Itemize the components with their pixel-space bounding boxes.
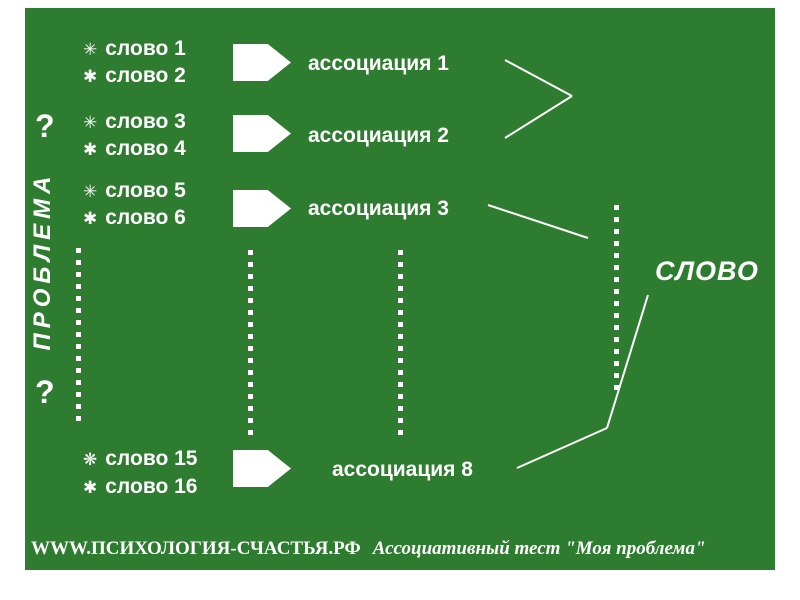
word-label: слово 15 (105, 447, 198, 470)
footer-caption: Ассоциативный тест "Моя проблема" (372, 538, 706, 559)
word-item: ✳ слово 3 (83, 109, 186, 135)
right-arrow-icon (233, 115, 291, 152)
word-label: слово 5 (105, 179, 186, 202)
connector-line (516, 427, 608, 469)
word-label: слово 16 (105, 475, 198, 498)
footer: WWW.ПСИХОЛОГИЯ-СЧАСТЬЯ.РФ Ассоциативный … (31, 538, 775, 560)
association-label: ассоциация 8 (332, 458, 473, 481)
star-bullet-icon: ✳ (83, 181, 98, 201)
right-arrow-icon (233, 450, 291, 487)
association-label: ассоциация 1 (308, 52, 449, 75)
word-label: слово 2 (105, 64, 186, 87)
star-bullet-icon: ❋ (83, 449, 98, 469)
dotted-ellipsis-line (248, 250, 253, 440)
word-item: ✱ слово 6 (83, 205, 186, 231)
word-item: ✳ слово 1 (83, 36, 186, 62)
word-item: ✱ слово 16 (83, 474, 197, 500)
word-item: ✱ слово 2 (83, 63, 186, 89)
question-mark-bottom: ? (35, 374, 56, 410)
word-item: ✱ слово 4 (83, 136, 186, 162)
star-bullet-icon: ✳ (83, 39, 98, 59)
dotted-ellipsis-line (614, 205, 619, 395)
star-bullet-icon: ✱ (83, 477, 98, 497)
connector-line (504, 95, 573, 139)
dotted-ellipsis-line (398, 250, 403, 440)
diagram-board: ? ПРОБЛЕМА ? ✳ слово 1 ✱ слово 2 ✳ слово… (25, 8, 775, 570)
connector-line (487, 204, 589, 239)
dotted-ellipsis-line (76, 248, 81, 428)
association-label: ассоциация 2 (308, 124, 449, 147)
word-item: ✳ слово 5 (83, 178, 186, 204)
star-bullet-icon: ✱ (83, 66, 98, 86)
word-item: ❋ слово 15 (83, 446, 197, 472)
connector-line (504, 59, 573, 97)
right-arrow-icon (233, 44, 291, 81)
word-label: слово 1 (105, 37, 186, 60)
star-bullet-icon: ✱ (83, 139, 98, 159)
word-label: слово 6 (105, 206, 186, 229)
right-arrow-icon (233, 190, 291, 227)
problem-label: ПРОБЛЕМА (29, 171, 56, 351)
word-label: слово 4 (105, 137, 186, 160)
word-label: слово 3 (105, 110, 186, 133)
star-bullet-icon: ✱ (83, 208, 98, 228)
question-mark-top: ? (35, 108, 56, 144)
result-word: СЛОВО (655, 256, 759, 286)
star-bullet-icon: ✳ (83, 112, 98, 132)
footer-site-url: WWW.ПСИХОЛОГИЯ-СЧАСТЬЯ.РФ (31, 538, 361, 559)
association-label: ассоциация 3 (308, 197, 449, 220)
